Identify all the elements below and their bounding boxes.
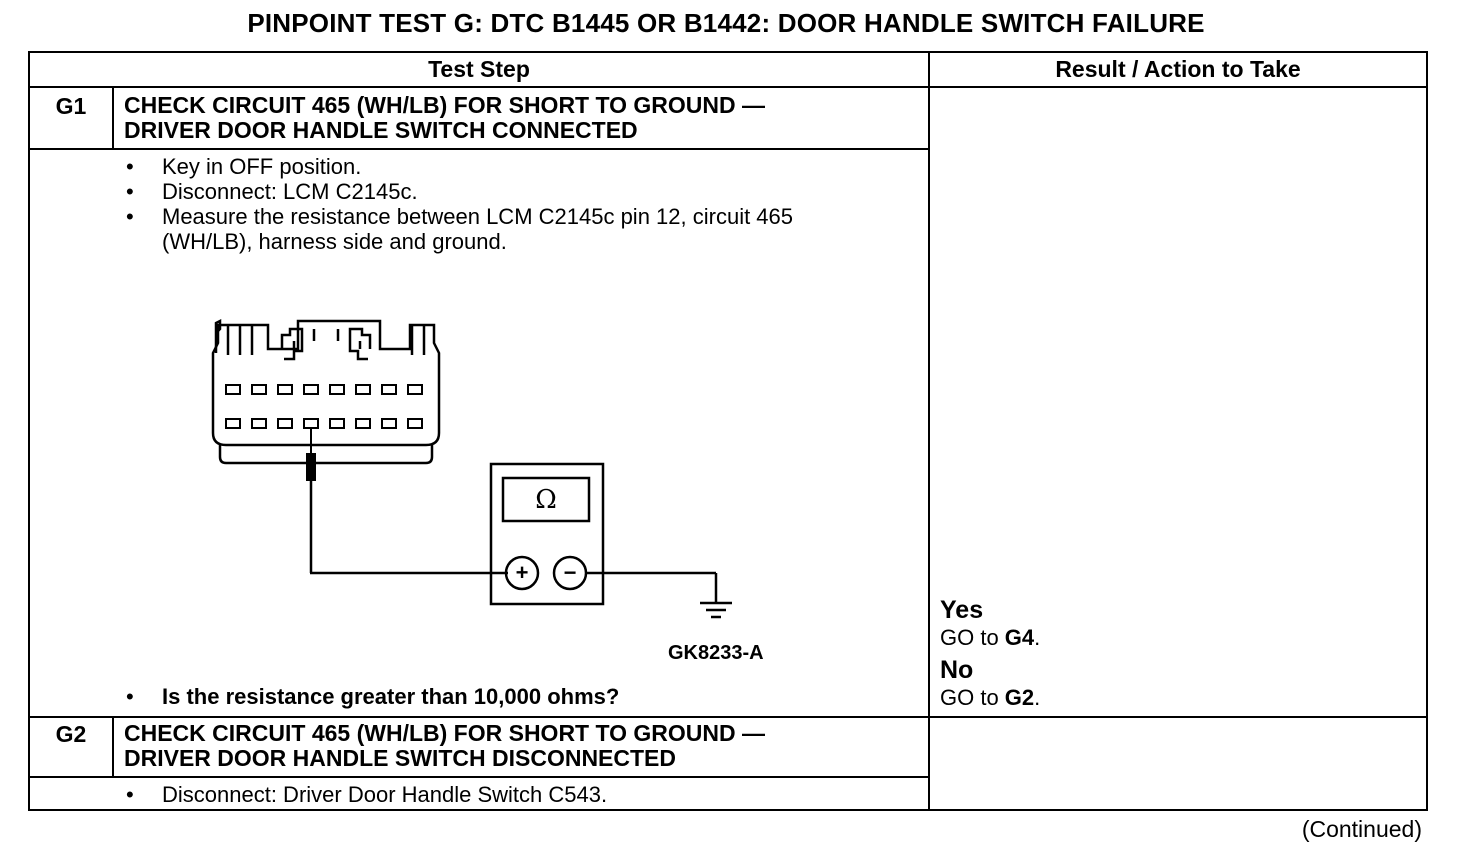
- list-item: •Is the resistance greater than 10,000 o…: [126, 684, 620, 709]
- result-header: Result / Action to Take: [1055, 56, 1301, 82]
- list-item: •Measure the resistance between LCM C214…: [126, 204, 794, 254]
- connector-outline-icon: [214, 318, 222, 353]
- step-heading-g2-line1: CHECK CIRCUIT 465 (WH/LB) FOR SHORT TO G…: [124, 720, 766, 746]
- page-title: PINPOINT TEST G: DTC B1445 OR B1442: DOO…: [247, 8, 1205, 38]
- g1-result: Yes GO to G4. No GO to G2.: [940, 596, 1040, 712]
- ohm-symbol: Ω: [535, 485, 557, 515]
- step-heading-g1-line1: CHECK CIRCUIT 465 (WH/LB) FOR SHORT TO G…: [124, 92, 766, 118]
- g1-heading-divider: [30, 148, 928, 150]
- connector-pins: [225, 384, 423, 429]
- figure-id: GK8233-A: [668, 642, 764, 664]
- step-heading-g2: CHECK CIRCUIT 465 (WH/LB) FOR SHORT TO G…: [124, 721, 765, 771]
- yes-label: Yes: [940, 596, 984, 624]
- step-heading-g2-line2: DRIVER DOOR HANDLE SWITCH DISCONNECTED: [124, 745, 677, 771]
- plus-terminal-label: +: [516, 560, 529, 585]
- connector-meter-diagram: Ω + − GK8233-A: [211, 318, 764, 664]
- ohmmeter-icon: [489, 462, 732, 619]
- list-item: •Disconnect: LCM C2145c.: [126, 179, 418, 204]
- continued-label: (Continued): [1301, 816, 1422, 842]
- list-item: •Key in OFF position.: [126, 154, 362, 179]
- step-id-g2: G2: [55, 721, 87, 747]
- minus-terminal-label: −: [564, 560, 577, 585]
- step-heading-g1-line2: DRIVER DOOR HANDLE SWITCH CONNECTED: [124, 117, 638, 143]
- g1-g2-divider: [30, 716, 1426, 718]
- g2-id-divider: [112, 718, 114, 777]
- g2-heading-divider: [30, 776, 928, 778]
- column-divider: [928, 53, 930, 809]
- g1-id-divider: [112, 88, 114, 149]
- test-step-header: Test Step: [428, 56, 530, 82]
- probe-icon: [306, 428, 508, 575]
- header-divider: [30, 86, 1426, 88]
- step-id-g1: G1: [55, 93, 87, 119]
- no-label: No: [940, 656, 974, 684]
- list-item: •Disconnect: Driver Door Handle Switch C…: [126, 782, 608, 807]
- g1-instructions: •Key in OFF position. •Disconnect: LCM C…: [122, 154, 793, 254]
- g1-question: •Is the resistance greater than 10,000 o…: [122, 684, 619, 709]
- pinpoint-test-table: Test Step Result / Action to Take G1 CHE…: [28, 51, 1428, 811]
- no-action: GO to G2.: [940, 685, 1041, 710]
- step-heading-g1: CHECK CIRCUIT 465 (WH/LB) FOR SHORT TO G…: [124, 93, 765, 143]
- yes-action: GO to G4.: [940, 625, 1041, 650]
- g2-instructions: •Disconnect: Driver Door Handle Switch C…: [122, 782, 607, 807]
